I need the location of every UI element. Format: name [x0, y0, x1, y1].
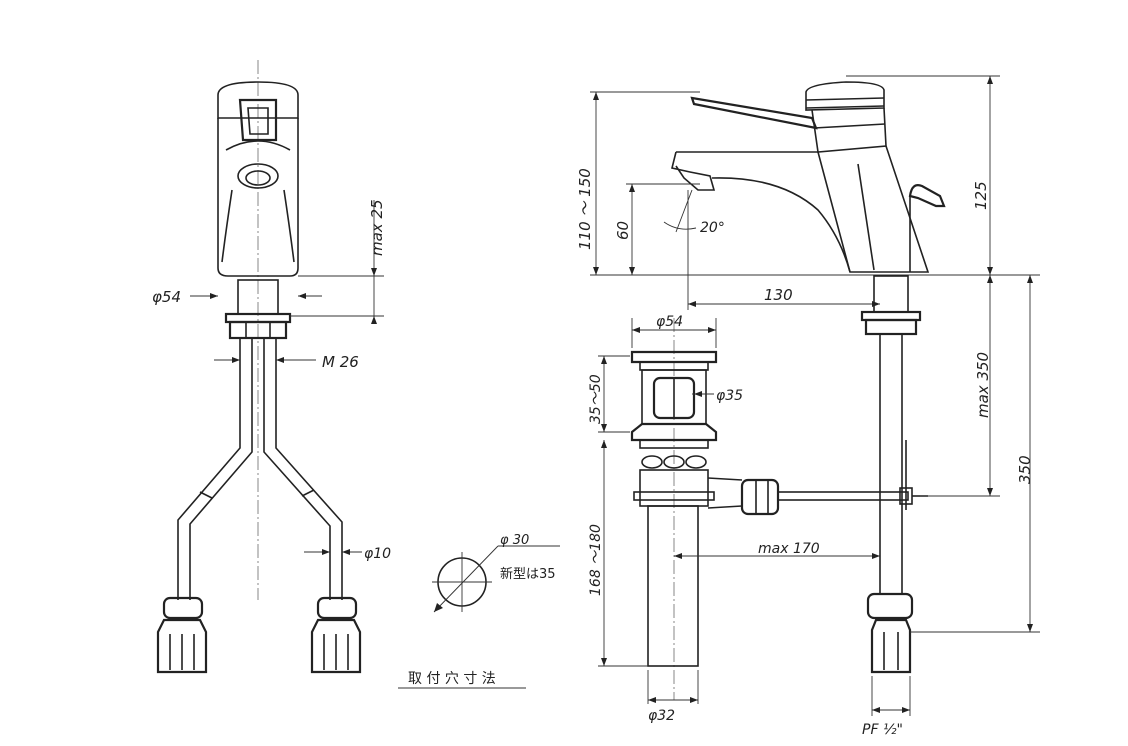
dim-max25: max 25 [368, 199, 386, 256]
dim-max350: max 350 [974, 352, 992, 418]
dim-phi54-front: φ54 [152, 288, 181, 306]
side-washer [860, 310, 922, 322]
front-nut [228, 320, 288, 340]
drain-flange [630, 350, 718, 364]
side-spout-underside [711, 177, 851, 273]
drain-arm-nut [740, 478, 780, 516]
side-body-lower [817, 145, 930, 273]
dim-pf-half: PF ½" [862, 722, 903, 738]
side-cap [805, 81, 885, 111]
drain-side-arm [707, 477, 743, 509]
dim-max170: max 170 [758, 541, 820, 557]
side-supply-tube [879, 560, 903, 594]
fitting-hex-right [310, 618, 362, 674]
side-fitting-nut [866, 592, 914, 620]
side-lever [690, 96, 818, 130]
side-shank [873, 275, 909, 313]
supply-tube-left-outer [177, 338, 241, 600]
front-cap [217, 81, 299, 119]
fitting-hex-left [156, 618, 208, 674]
front-spout-outer [237, 163, 279, 189]
side-nut [864, 318, 918, 336]
supply-tube-right-outer [275, 338, 343, 600]
drain-locknut [630, 422, 718, 442]
side-body-upper [811, 107, 887, 153]
dim-350: 350 [1016, 455, 1034, 484]
dim-phi32: φ32 [648, 708, 675, 724]
side-view: 110 ～ 150 60 20° 130 125 [576, 75, 1040, 310]
front-view: φ54 max 25 M 26 φ10 [152, 60, 391, 674]
dim-angle-20: 20° [700, 220, 725, 236]
dim-130: 130 [764, 286, 793, 304]
fitting-nut-left [162, 596, 204, 620]
supply-tube-right-inner [263, 338, 331, 600]
front-spout-inner [245, 170, 271, 186]
side-fitting-hex [870, 618, 912, 674]
mounting-hole-detail: φ 30 新型は35 取 付 穴 寸 法 [398, 533, 560, 689]
dim-110-150: 110 ～ 150 [576, 168, 594, 250]
popup-knob [908, 184, 946, 208]
front-body [217, 118, 299, 277]
front-body-curve-l [221, 189, 233, 263]
front-lever-inner [247, 107, 269, 135]
note-new-model: 新型は35 [500, 566, 556, 582]
side-body-edge [857, 163, 875, 271]
side-supply: PF ½" max 350 350 [860, 275, 1040, 738]
side-spout [671, 151, 818, 191]
fitting-nut-right [316, 596, 358, 620]
drain-tailpipe [647, 505, 699, 667]
front-body-shoulder [225, 140, 291, 151]
dim-168-180: 168 ～180 [588, 524, 604, 596]
dim-phi35: φ35 [716, 388, 743, 404]
drain-assembly: φ54 φ35 35～50 168 ～180 max 170 φ32 [588, 314, 928, 724]
caption-mounting-hole: 取 付 穴 寸 法 [408, 671, 496, 687]
dim-phi54-drain: φ54 [656, 314, 683, 330]
dim-phi30: φ 30 [500, 533, 529, 548]
dim-35-50: 35～50 [588, 374, 604, 424]
dim-phi10: φ10 [364, 546, 391, 562]
dim-125: 125 [972, 181, 990, 210]
dim-60: 60 [614, 221, 632, 240]
front-body-curve-r [283, 189, 295, 263]
front-lever [238, 98, 278, 142]
supply-tube-left-inner [189, 338, 253, 600]
dim-m26: M 26 [322, 353, 359, 371]
drain-linkage-rod [777, 491, 909, 501]
